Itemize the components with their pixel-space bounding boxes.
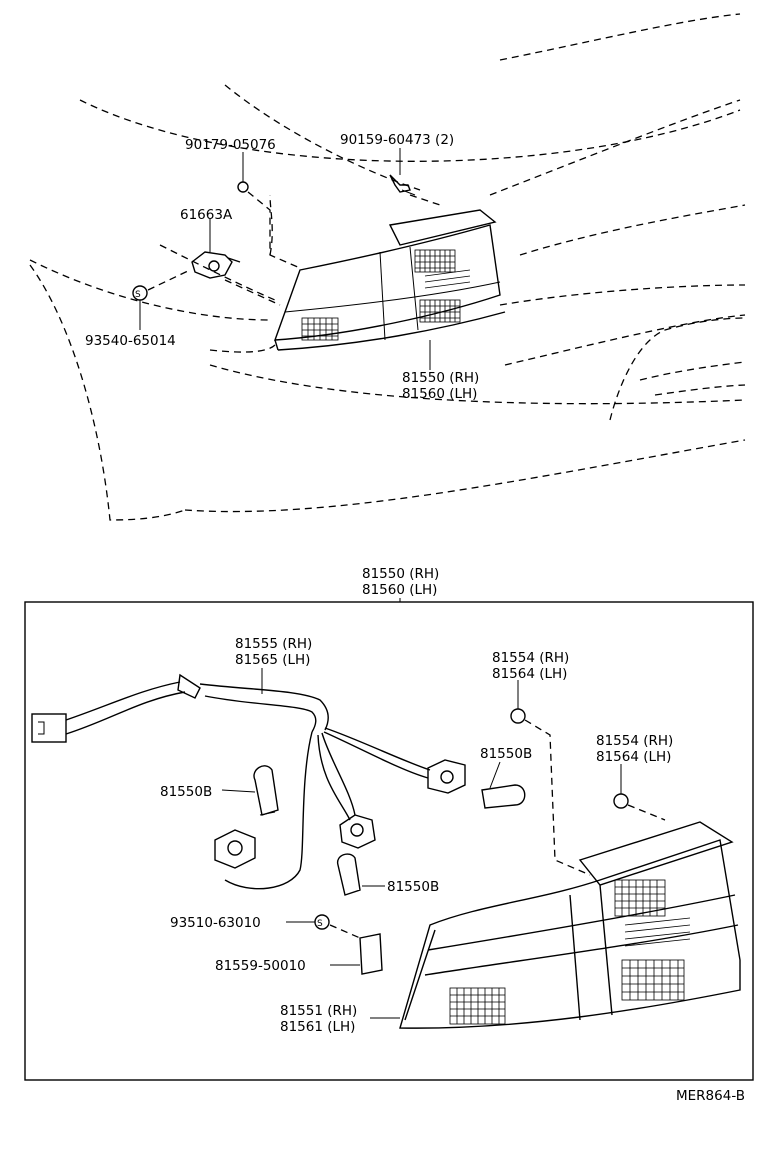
label-screw-93510: 93510-63010	[170, 915, 261, 931]
bottom-leaders	[221, 668, 666, 1019]
vehicle-body-outline	[29, 13, 746, 521]
gasket-b-icon	[613, 793, 629, 809]
screw-90159-icon	[389, 174, 411, 193]
lens-mesh	[449, 879, 691, 1025]
lamp-mesh	[301, 249, 471, 341]
label-lamp-assy-rh-box: 81550 (RH)	[362, 566, 439, 582]
label-lens-rh: 81551 (RH)	[280, 1003, 357, 1019]
label-lamp-assy-lh-box: 81560 (LH)	[362, 582, 437, 598]
bulb-right-icon	[481, 784, 526, 809]
svg-text:S: S	[135, 290, 141, 300]
label-bulb-right: 81550B	[480, 746, 532, 762]
socket-61663A-icon	[191, 251, 241, 279]
label-lamp-assy-rh-top: 81550 (RH)	[402, 370, 479, 386]
tail-lamp-lens	[399, 821, 741, 1029]
label-wire-lh: 81565 (LH)	[235, 652, 310, 668]
diagram-code: MER864-B	[676, 1088, 745, 1104]
label-screw-90159: 90159-60473 (2)	[340, 132, 454, 148]
label-gasket-a-rh: 81554 (RH)	[492, 650, 569, 666]
label-gasket-a-lh: 81564 (LH)	[492, 666, 567, 682]
label-bulb-left: 81550B	[160, 784, 212, 800]
gasket-a-icon	[510, 708, 526, 724]
label-lens-lh: 81561 (LH)	[280, 1019, 355, 1035]
label-lamp-assy-lh-top: 81560 (LH)	[402, 386, 477, 402]
bolt-90179-icon	[237, 181, 249, 193]
label-bolt-90179: 90179-05076	[185, 137, 276, 153]
bulb-lower-icon	[336, 853, 361, 896]
label-label-81559: 81559-50010	[215, 958, 306, 974]
bottom-labels: 81555 (RH) 81565 (LH) 81554 (RH) 81564 (…	[160, 636, 673, 1035]
label-nut-93540: 93540-65014	[85, 333, 176, 349]
exploded-view-frame	[24, 601, 754, 1081]
label-gasket-b-rh: 81554 (RH)	[596, 733, 673, 749]
tail-lamp-top	[273, 209, 506, 351]
sockets-bulbs: S	[214, 708, 629, 975]
bulb-left-icon	[253, 765, 279, 816]
label-plate-icon	[359, 933, 383, 975]
socket-right-icon	[427, 759, 466, 794]
connector-icon	[31, 713, 67, 743]
top-labels: 90179-05076 90159-60473 (2) 61663A 93540…	[85, 132, 479, 402]
socket-center-icon	[339, 814, 376, 849]
socket-left-icon	[214, 829, 256, 869]
label-gasket-b-lh: 81564 (LH)	[596, 749, 671, 765]
label-bulb-lower: 81550B	[387, 879, 439, 895]
wire-harness	[31, 673, 431, 890]
label-socket-61663A: 61663A	[180, 207, 233, 223]
svg-text:S: S	[317, 919, 323, 929]
label-wire-rh: 81555 (RH)	[235, 636, 312, 652]
top-small-parts: S	[132, 148, 441, 370]
